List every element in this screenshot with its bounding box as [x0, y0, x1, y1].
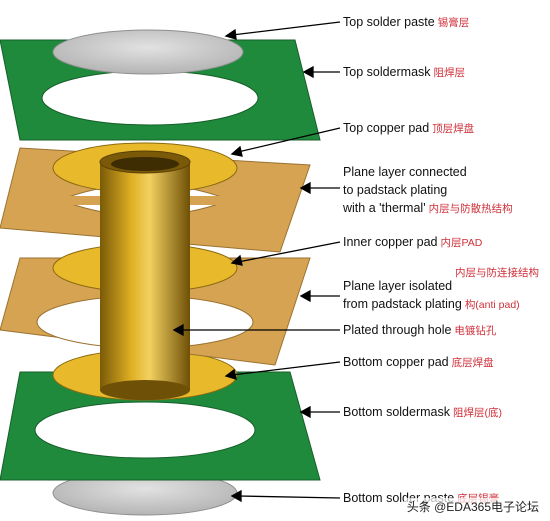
label-top-solder-paste-en: Top solder paste — [343, 15, 435, 29]
label-bottom-soldermask-en: Bottom soldermask — [343, 405, 450, 419]
arrow-top-copper-pad — [237, 127, 341, 153]
label-inner-copper-pad-en: Inner copper pad — [343, 235, 438, 249]
label-top-copper-pad-cn: 顶层焊盘 — [432, 123, 475, 135]
arrow-inner-copper-pad — [237, 241, 341, 263]
label-bottom-soldermask-cn: 阻焊层(底) — [452, 407, 502, 419]
barrel-bottom-rim — [100, 380, 190, 400]
arrowhead-bottom-copper-pad — [224, 368, 237, 380]
arrow-bottom-copper-pad — [231, 361, 341, 376]
label-plane-isolated-line1: Plane layer isolated — [343, 279, 453, 293]
label-top-soldermask-cn: 阻焊层 — [433, 67, 466, 79]
label-top-solder-paste-cn: 锡膏层 — [437, 17, 470, 29]
label-top-soldermask-en: Top soldermask — [343, 65, 431, 79]
bottom-soldermask-opening — [34, 401, 256, 459]
arrowhead-top-solder-paste — [224, 28, 237, 40]
arrowhead-top-soldermask — [302, 65, 314, 79]
arrowhead-plane-connected — [299, 181, 311, 195]
label-bottom-copper-pad-en: Bottom copper pad — [343, 355, 449, 369]
arrowhead-inner-copper-pad — [230, 254, 243, 266]
watermark: 头条 @EDA365电子论坛 — [403, 498, 542, 515]
top-soldermask-opening — [41, 70, 259, 126]
barrel-inner-hole — [111, 157, 179, 171]
arrow-bottom-solder-paste — [237, 495, 341, 499]
thermal-spoke-left — [55, 196, 110, 205]
label-plane-connected-line1: Plane layer connected — [343, 165, 467, 179]
arrowhead-top-copper-pad — [230, 145, 243, 157]
arrowhead-bottom-solder-paste — [230, 489, 242, 503]
thermal-spoke-right — [180, 196, 235, 205]
arrowhead-bottom-soldermask — [299, 405, 311, 419]
label-plated-through-hole-cn: 电镀钻孔 — [454, 325, 497, 337]
label-plane-isolated-cn2: 构(anti pad) — [464, 299, 520, 311]
label-inner-copper-pad-cn: 内层PAD — [440, 237, 483, 249]
label-plane-connected-line2: to padstack plating — [343, 183, 448, 197]
label-plated-through-hole-en: Plated through hole — [343, 323, 452, 337]
label-plane-isolated-cn1: 内层与防连接结构 — [455, 267, 539, 279]
label-plane-isolated-en2: from padstack plating — [343, 297, 462, 311]
arrow-top-solder-paste — [231, 21, 341, 36]
label-bottom-copper-pad-cn: 底层焊盘 — [451, 357, 494, 369]
arrowhead-plane-isolated — [299, 289, 311, 303]
label-plane-connected-cn: 内层与防散热结构 — [428, 203, 513, 215]
label-top-copper-pad-en: Top copper pad — [343, 121, 430, 135]
label-plane-connected-line3: with a 'thermal'内层与防散热结构 — [343, 200, 513, 217]
arrowhead-plated-through-hole — [172, 323, 184, 337]
top-solder-paste-disc — [52, 29, 244, 75]
label-plane-connected-en3: with a 'thermal' — [343, 201, 426, 215]
plated-through-hole-barrel — [100, 162, 190, 390]
